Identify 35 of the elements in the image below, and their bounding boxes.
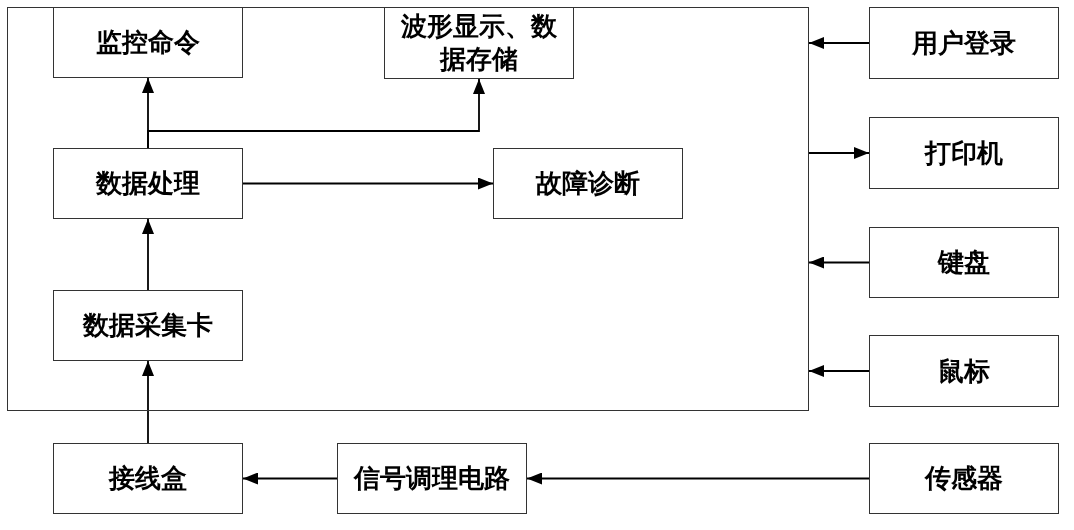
- block-label: 鼠标: [938, 354, 990, 388]
- block-label: 键盘: [938, 246, 990, 279]
- process-box: [52, 147, 243, 219]
- arrow: [142, 360, 154, 444]
- arrow: [808, 147, 870, 159]
- arrow: [242, 472, 338, 485]
- process-box: [337, 443, 527, 514]
- process-box: [383, 6, 574, 79]
- arrow: [808, 37, 870, 49]
- arrow: [808, 256, 870, 269]
- arrow: [242, 177, 494, 190]
- process-box: [869, 117, 1059, 189]
- process-box: [869, 335, 1059, 407]
- process-box: [869, 227, 1059, 298]
- process-box: [52, 289, 243, 361]
- block-label: 数据处理: [95, 166, 200, 200]
- block-label: 用户登录: [912, 26, 1016, 60]
- block-label: 传感器: [925, 462, 1003, 495]
- process-box: [869, 7, 1059, 79]
- process-box: [53, 443, 243, 514]
- block-label: 打印机: [925, 136, 1003, 170]
- arrow: [808, 365, 870, 377]
- process-box: [492, 147, 683, 219]
- block-label: 监控命令: [95, 25, 200, 59]
- arrow: [142, 218, 154, 291]
- process-box: [869, 443, 1059, 514]
- container-box: [7, 7, 809, 411]
- block-label: 信号调理电路: [354, 462, 510, 495]
- process-box: [52, 6, 243, 78]
- block-label: 接线盒: [109, 462, 187, 495]
- block-label: 数据采集卡: [82, 308, 213, 342]
- block-label: 波形显示、数据存储: [399, 9, 558, 76]
- arrow: [147, 78, 485, 149]
- arrow: [526, 472, 870, 485]
- block-label: 故障诊断: [535, 166, 640, 200]
